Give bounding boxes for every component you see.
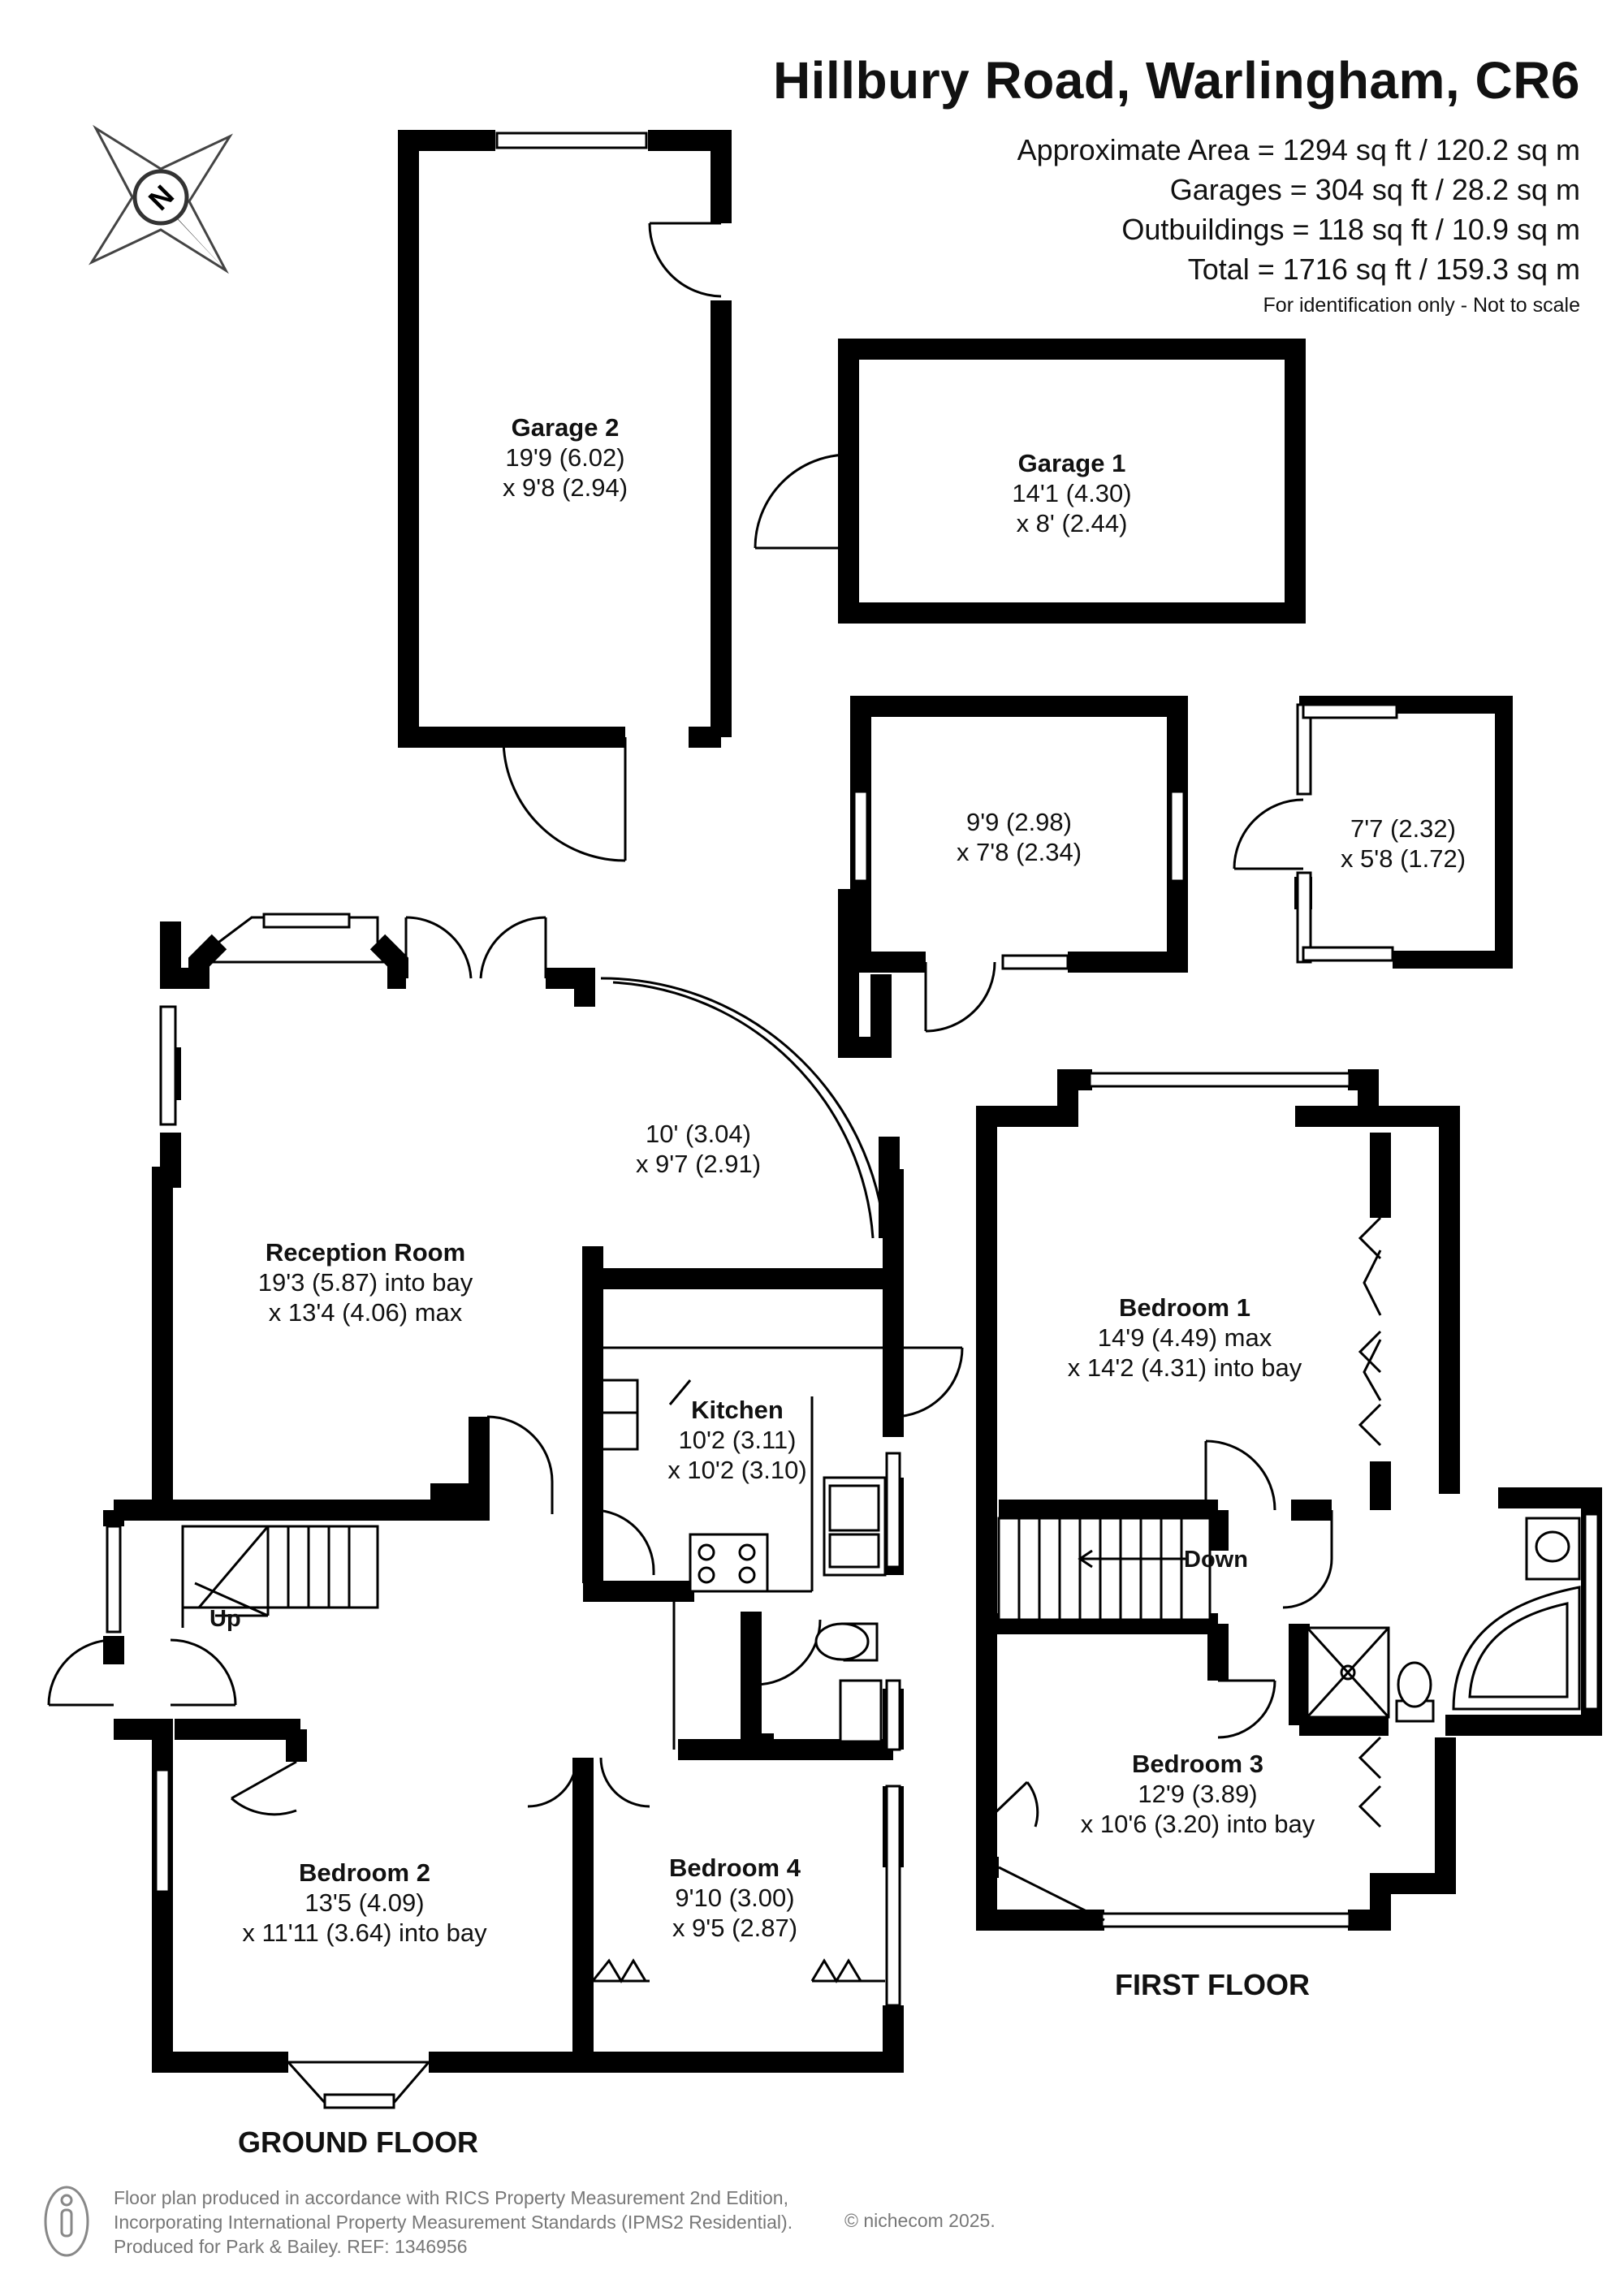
garage-2-window — [495, 132, 648, 149]
room-name: Bedroom 1 — [1119, 1293, 1250, 1322]
footer-line: Produced for Park & Bailey. REF: 1346956 — [114, 2236, 468, 2257]
garages-area: Garages = 304 sq ft / 28.2 sq m — [1169, 173, 1580, 206]
room-dim: 19'9 (6.02) — [505, 443, 625, 472]
room-dim: x 14'2 (4.31) into bay — [1067, 1353, 1302, 1382]
compass-icon: N — [89, 124, 233, 274]
footer-line: Floor plan produced in accordance with R… — [114, 2187, 788, 2208]
outbuilding-1-label: 9'9 (2.98) x 7'8 (2.34) — [957, 807, 1082, 867]
outbuilding-2-label: 7'7 (2.32) x 5'8 (1.72) — [1341, 814, 1466, 874]
room-dim: 10' (3.04) — [645, 1120, 751, 1148]
bedroom-3-label: Bedroom 3 12'9 (3.89) x 10'6 (3.20) into… — [1081, 1749, 1315, 1839]
area-summary: Approximate Area = 1294 sq ft / 120.2 sq… — [1017, 130, 1580, 317]
room-name: Bedroom 4 — [669, 1854, 801, 1882]
reception-room-label: Reception Room 19'3 (5.87) into bay x 13… — [258, 1237, 473, 1327]
room-dim: x 9'7 (2.91) — [635, 1150, 762, 1178]
footer-line: Incorporating International Property Mea… — [114, 2212, 793, 2233]
room-dim: 12'9 (3.89) — [1138, 1780, 1258, 1808]
stairs-up-label: Up — [209, 1606, 241, 1632]
room-dim: x 10'2 (3.10) — [667, 1456, 807, 1484]
garage-1-label: Garage 1 14'1 (4.30) x 8' (2.44) — [1012, 448, 1131, 538]
room-dim: 19'3 (5.87) into bay — [257, 1268, 473, 1297]
garage-1-walls — [838, 339, 1306, 624]
room-dim: x 5'8 (1.72) — [1340, 844, 1466, 873]
plan-title: Hillbury Road, Warlingham, CR6 — [772, 51, 1580, 110]
room-dim: x 8' (2.44) — [1016, 509, 1128, 537]
stairs-down-label: Down — [1184, 1547, 1248, 1573]
room-dim: x 9'8 (2.94) — [502, 473, 628, 502]
outbuilding-1-walls — [850, 696, 1188, 973]
ground-floor-label: GROUND FLOOR — [238, 2126, 478, 2159]
room-name: Garage 1 — [1017, 449, 1126, 477]
footer-disclaimer: Floor plan produced in accordance with R… — [114, 2186, 793, 2259]
total-area: Total = 1716 sq ft / 159.3 sq m — [1187, 252, 1580, 286]
garage-2-front-door — [502, 736, 627, 862]
room-dim: 14'1 (4.30) — [1012, 479, 1132, 507]
garage-2-walls — [398, 130, 732, 748]
conservatory-label: 10' (3.04) x 9'7 (2.91) — [636, 1119, 761, 1179]
room-dim: 14'9 (4.49) max — [1097, 1323, 1272, 1352]
room-name: Bedroom 2 — [299, 1858, 430, 1887]
first-floor-label: FIRST FLOOR — [1115, 1968, 1310, 2001]
room-dim: 9'9 (2.98) — [965, 808, 1072, 836]
garage-1-door — [754, 453, 849, 550]
room-dim: x 13'4 (4.06) max — [268, 1298, 463, 1327]
copyright: © nichecom 2025. — [844, 2210, 996, 2231]
garage-2-side-door — [648, 222, 722, 298]
bedroom-1-label: Bedroom 1 14'9 (4.49) max x 14'2 (4.31) … — [1068, 1293, 1302, 1383]
room-dim: 7'7 (2.32) — [1350, 814, 1456, 843]
scale-note: For identification only - Not to scale — [1263, 294, 1580, 317]
bedroom-4-label: Bedroom 4 9'10 (3.00) x 9'5 (2.87) — [669, 1853, 801, 1943]
room-dim: x 7'8 (2.34) — [956, 838, 1082, 866]
room-dim: x 10'6 (3.20) into bay — [1080, 1810, 1315, 1838]
room-name: Bedroom 3 — [1132, 1750, 1263, 1778]
room-dim: x 9'5 (2.87) — [672, 1914, 798, 1942]
room-name: Garage 2 — [511, 413, 620, 442]
room-dim: 13'5 (4.09) — [304, 1888, 425, 1917]
room-name: Kitchen — [691, 1396, 784, 1424]
kitchen-label: Kitchen 10'2 (3.11) x 10'2 (3.10) — [667, 1395, 806, 1485]
room-dim: 10'2 (3.11) — [678, 1426, 797, 1454]
room-dim: 9'10 (3.00) — [675, 1884, 795, 1912]
person-icon — [44, 2186, 89, 2257]
room-dim: x 11'11 (3.64) into bay — [242, 1918, 487, 1947]
outbuildings-area: Outbuildings = 118 sq ft / 10.9 sq m — [1121, 213, 1580, 246]
room-name: Reception Room — [265, 1238, 466, 1267]
bedroom-2-label: Bedroom 2 13'5 (4.09) x 11'11 (3.64) int… — [242, 1858, 486, 1948]
garage-2-label: Garage 2 19'9 (6.02) x 9'8 (2.94) — [503, 412, 628, 503]
approx-area: Approximate Area = 1294 sq ft / 120.2 sq… — [1017, 133, 1580, 166]
